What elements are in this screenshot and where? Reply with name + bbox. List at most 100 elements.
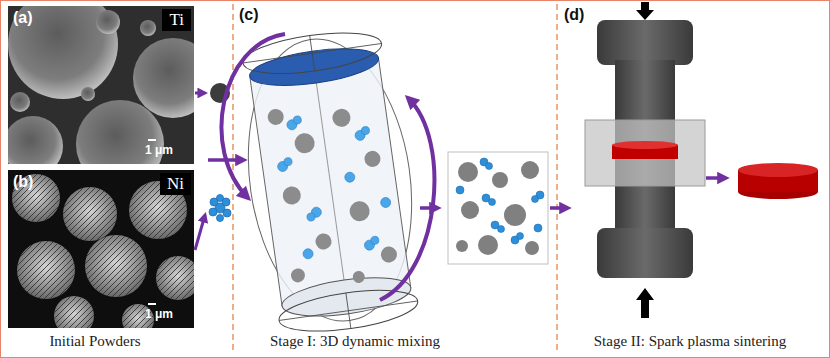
mixed-powder — [498, 226, 505, 233]
mixing-drum — [361, 126, 370, 135]
mixed-powder — [517, 233, 524, 240]
mixed-powder — [486, 163, 493, 170]
mixing-drum — [310, 35, 315, 71]
ti-sem-image — [96, 10, 120, 34]
mixing-drum — [363, 150, 381, 168]
ni-particle-icon — [209, 195, 231, 222]
mixed-powder — [448, 152, 548, 264]
sps-die — [585, 2, 705, 318]
mixed-powder — [456, 186, 464, 194]
mixed-powder — [521, 161, 539, 179]
element-symbol: Ti — [169, 10, 184, 30]
sps-die — [597, 20, 693, 65]
stage-caption: Stage II: Spark plasma sintering — [594, 333, 786, 350]
panel-letter: (d) — [564, 6, 584, 24]
sintered-disk — [738, 163, 818, 199]
ni-sem-image — [156, 256, 194, 300]
ni-sem-image — [17, 241, 75, 299]
mixing-drum — [306, 212, 315, 221]
mixed-powder — [492, 172, 508, 188]
mixing-drum — [271, 105, 397, 261]
ni-particle-icon — [217, 215, 224, 222]
mixed-powder — [478, 235, 498, 255]
mixing-drum — [250, 58, 411, 306]
ni-sem-image — [12, 174, 60, 222]
ni-sem-image — [63, 187, 117, 241]
scale-bar — [148, 303, 156, 305]
element-symbol: Ni — [167, 174, 184, 194]
panel-letter: (a) — [13, 9, 33, 27]
flow-arrow — [420, 206, 438, 210]
ti-sem-image — [8, 116, 63, 164]
ni-particle-icon — [209, 208, 217, 216]
mixed-powder — [458, 162, 478, 182]
scale-bar — [148, 139, 156, 141]
mixing-drum — [331, 108, 351, 128]
ni-sem-image — [85, 235, 147, 297]
mixing-drum — [352, 270, 366, 284]
mixed-powder — [504, 204, 526, 226]
mixing-drum — [282, 185, 302, 205]
mixing-drum — [380, 197, 391, 208]
mixing-drum — [348, 200, 371, 223]
ni-particle-icon — [217, 195, 224, 202]
panel-letter: (b) — [13, 173, 33, 191]
flow-arrow — [550, 206, 568, 210]
mixing-drum — [370, 236, 379, 245]
scale-label: 1 μm — [145, 307, 173, 321]
mixing-drum — [290, 267, 306, 283]
ti-sem-image — [81, 87, 95, 101]
ni-sem-image — [12, 174, 60, 222]
ni-sem-image — [156, 256, 194, 300]
sem-panel: (b) 1 μm Ni — [8, 170, 194, 328]
ti-sem-image — [140, 20, 156, 36]
sem-panel: (a) 1 μm Ti — [8, 6, 194, 164]
sps-die — [612, 141, 678, 149]
scale-label: 1 μm — [145, 143, 173, 157]
mixed-powder — [448, 152, 548, 264]
ti-sem-image — [8, 6, 194, 164]
mixing-drum — [293, 132, 316, 155]
sps-die — [636, 2, 654, 20]
ni-sem-image — [63, 187, 117, 241]
mixing-drum — [284, 157, 293, 166]
sps-die — [636, 288, 654, 318]
mixing-drum — [293, 115, 302, 124]
ni-sem-image — [8, 170, 194, 328]
mixed-powder — [456, 158, 544, 244]
mixing-drum — [277, 283, 421, 338]
mixed-powder — [534, 224, 542, 232]
mixed-powder — [532, 196, 539, 203]
mixed-powder — [456, 240, 468, 252]
element-tag: Ni — [160, 173, 191, 195]
stage-caption: Initial Powders — [49, 333, 140, 350]
sps-die — [597, 228, 693, 278]
mixing-drum — [315, 71, 346, 295]
mixing-drum — [240, 26, 384, 81]
rotation-arrow — [221, 34, 285, 198]
flow-arrow — [706, 176, 726, 180]
mixing-drum — [230, 24, 430, 339]
mixing-drum — [267, 108, 285, 126]
element-tag: Ti — [162, 9, 191, 31]
sps-die — [585, 120, 705, 186]
ti-sem-image — [10, 92, 30, 112]
stage-caption: Stage I: 3D dynamic mixing — [270, 333, 440, 350]
mixed-powder — [489, 199, 496, 206]
mixed-powder — [456, 161, 539, 255]
ni-sem-image — [54, 296, 94, 328]
rotation-arrow — [380, 98, 434, 300]
mixing-drum — [267, 95, 401, 292]
flow-arrow — [195, 92, 205, 95]
mixing-drum — [344, 172, 355, 183]
ni-particle-icon — [223, 209, 231, 217]
mixing-drum — [346, 293, 351, 329]
ni-sem-image — [8, 170, 194, 328]
sintered-disk — [738, 163, 818, 177]
mixed-powder — [525, 241, 539, 255]
stage-separator — [556, 4, 557, 354]
ni-sem-image — [54, 296, 94, 328]
